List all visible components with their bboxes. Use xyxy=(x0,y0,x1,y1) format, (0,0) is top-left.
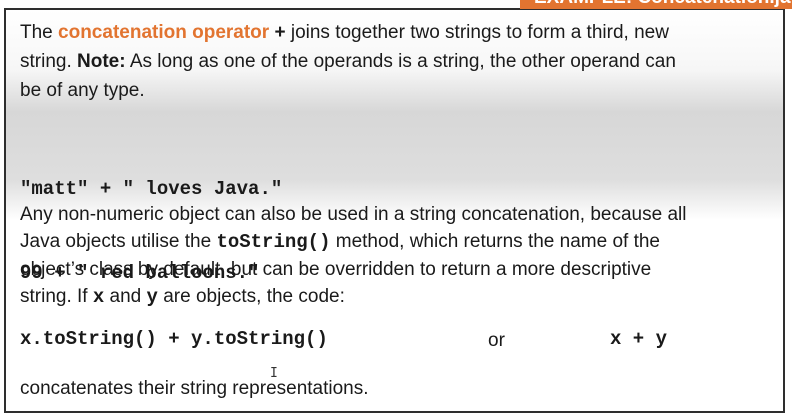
tostring-line-1: Any non-numeric object can also be used … xyxy=(20,204,687,225)
intro-line-2: string. Note: As long as one of the oper… xyxy=(20,51,676,72)
plus-operator: + xyxy=(274,22,286,43)
code-example-line-1: "matt" + " loves Java." xyxy=(20,178,283,200)
var-x-code: x xyxy=(92,286,105,308)
concatenation-operator-term: concatenation operator xyxy=(58,22,270,43)
or-label: or xyxy=(488,330,505,351)
code-example-line-2: 99 + " red balloons." xyxy=(20,262,260,284)
code-example-block: "matt" + " loves Java." 99 + " red ballo… xyxy=(20,119,282,343)
intro-line-1: The concatenation operator + joins toget… xyxy=(20,22,669,43)
tostring-line-2: Java objects utilise the toString() meth… xyxy=(20,231,660,253)
conclusion-text: concatenates their string representation… xyxy=(20,378,369,399)
tostring-expression: x.toString() + y.toString() xyxy=(20,328,328,350)
tostring-line-3: object’s class by default, but can be ov… xyxy=(20,259,652,280)
intro-paragraph: The concatenation operator + joins toget… xyxy=(20,18,676,105)
var-y-code: y xyxy=(146,286,158,308)
intro-line-3: be of any type. xyxy=(20,80,145,101)
plus-expression: x + y xyxy=(610,328,668,350)
example-title-banner: EXAMPLE: Concatenation.java xyxy=(520,0,792,9)
tostring-method-code: toString() xyxy=(216,231,331,253)
tostring-paragraph: Any non-numeric object can also be used … xyxy=(20,201,686,311)
content-panel: The concatenation operator + joins toget… xyxy=(4,8,785,413)
note-label: Note: xyxy=(77,51,126,72)
text-cursor-icon: I xyxy=(270,366,278,381)
tostring-line-4: string. If x and y are objects, the code… xyxy=(20,286,345,308)
